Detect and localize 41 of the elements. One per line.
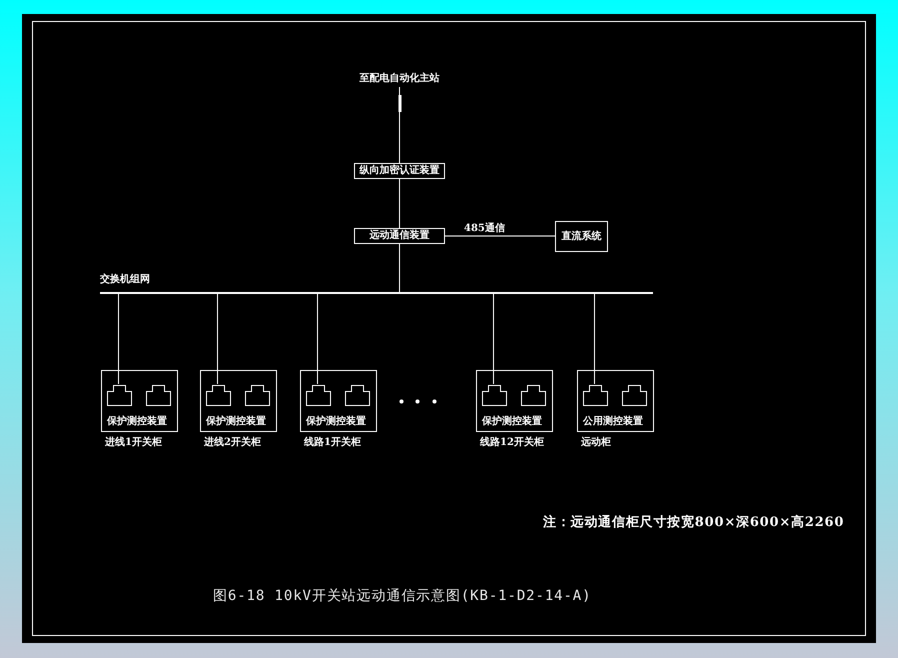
network-port	[245, 385, 270, 406]
cabinet-label: 进线1开关柜	[105, 437, 162, 449]
caption-text: 图6-18 10kV开关站远动通信示意图(KB-1-D2-14-A)	[213, 587, 592, 605]
device-panel	[476, 370, 553, 432]
network-port	[622, 385, 647, 406]
cabinet-label: 线路12开关柜	[480, 437, 544, 449]
cabinet-label: 线路1开关柜	[304, 437, 361, 449]
connector-line	[399, 244, 400, 292]
panel-label: 保护测控装置	[107, 416, 167, 428]
device-box: 直流系统	[555, 221, 608, 252]
device-panel	[300, 370, 377, 432]
network-port	[146, 385, 171, 406]
device-box: 远动通信装置	[354, 228, 445, 244]
cabinet-label: 远动柜	[581, 437, 611, 449]
panel-label: 保护测控装置	[306, 416, 366, 428]
network-port	[107, 385, 132, 406]
network-port	[583, 385, 608, 406]
device-box: 纵向加密认证装置	[354, 163, 445, 179]
edge-label: 485通信	[463, 223, 506, 235]
connector-line	[118, 294, 119, 384]
connector-line	[594, 294, 595, 384]
connector-line	[217, 294, 218, 384]
device-panel	[101, 370, 178, 432]
network-port	[206, 385, 231, 406]
network-port	[306, 385, 331, 406]
device-panel	[577, 370, 654, 432]
panel-label: 保护测控装置	[482, 416, 542, 428]
network-port	[345, 385, 370, 406]
note-text: 注：远动通信柜尺寸按宽800×深600×高2260	[543, 515, 844, 531]
device-panel	[200, 370, 277, 432]
panel-label: 保护测控装置	[206, 416, 266, 428]
destination-label: 至配电自动化主站	[354, 73, 445, 87]
connector-line	[399, 178, 400, 228]
connector-line	[317, 294, 318, 384]
bus-label: 交换机组网	[100, 274, 150, 286]
cabinet-label: 进线2开关柜	[204, 437, 261, 449]
network-port	[521, 385, 546, 406]
connector-line	[399, 86, 400, 164]
panel-label: 公用测控装置	[583, 416, 643, 428]
network-port	[482, 385, 507, 406]
connector-line	[493, 294, 494, 384]
